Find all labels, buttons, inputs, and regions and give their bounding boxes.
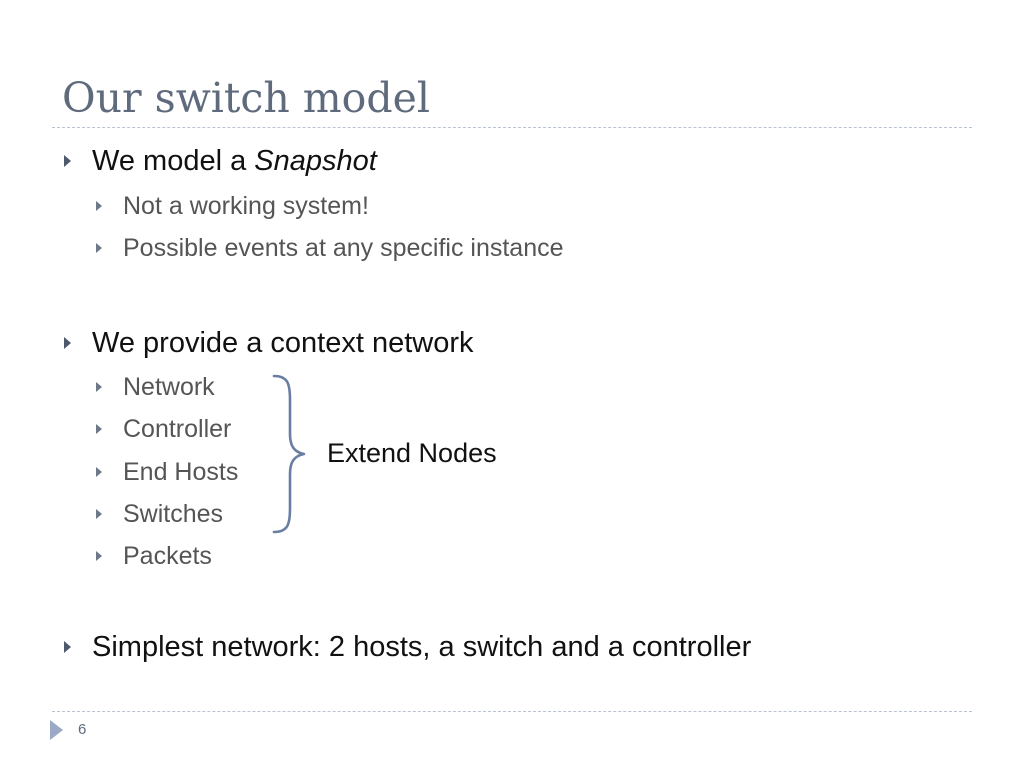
sub-bullet-packets: Packets (123, 542, 212, 570)
sub-bullet-possible-events: Possible events at any specific instance (123, 234, 564, 262)
page-number: 6 (78, 721, 87, 738)
sub-bullet-controller: Controller (123, 415, 232, 443)
sub-bullet-triangle-icon (96, 382, 102, 392)
sub-bullet-triangle-icon (96, 243, 102, 253)
sub-bullet-triangle-icon (96, 424, 102, 434)
sub-bullet-triangle-icon (96, 509, 102, 519)
bullet-triangle-icon (64, 155, 71, 167)
bullet-context-network: We provide a context network (92, 327, 474, 359)
sub-bullet-not-working-system: Not a working system! (123, 192, 369, 220)
bullet-snapshot-prefix: We model a (92, 145, 255, 177)
slide-title: Our switch model (62, 74, 430, 122)
footer-triangle-icon (50, 720, 63, 740)
footer-divider (52, 711, 972, 712)
bullet-simplest-network: Simplest network: 2 hosts, a switch and … (92, 631, 752, 663)
sub-bullet-end-hosts: End Hosts (123, 458, 239, 486)
sub-bullet-switches: Switches (123, 500, 224, 528)
sub-bullet-triangle-icon (96, 467, 102, 477)
bullet-triangle-icon (64, 641, 71, 653)
sub-bullet-network: Network (123, 373, 215, 401)
title-divider (52, 127, 972, 128)
sub-bullet-triangle-icon (96, 201, 102, 211)
brace-label-extend-nodes: Extend Nodes (327, 438, 497, 468)
right-curly-brace-icon (272, 374, 306, 534)
bullet-triangle-icon (64, 337, 71, 349)
bullet-snapshot: We model a Snapshot (92, 144, 377, 178)
sub-bullet-triangle-icon (96, 551, 102, 561)
bullet-snapshot-emphasis: Snapshot (254, 145, 377, 177)
